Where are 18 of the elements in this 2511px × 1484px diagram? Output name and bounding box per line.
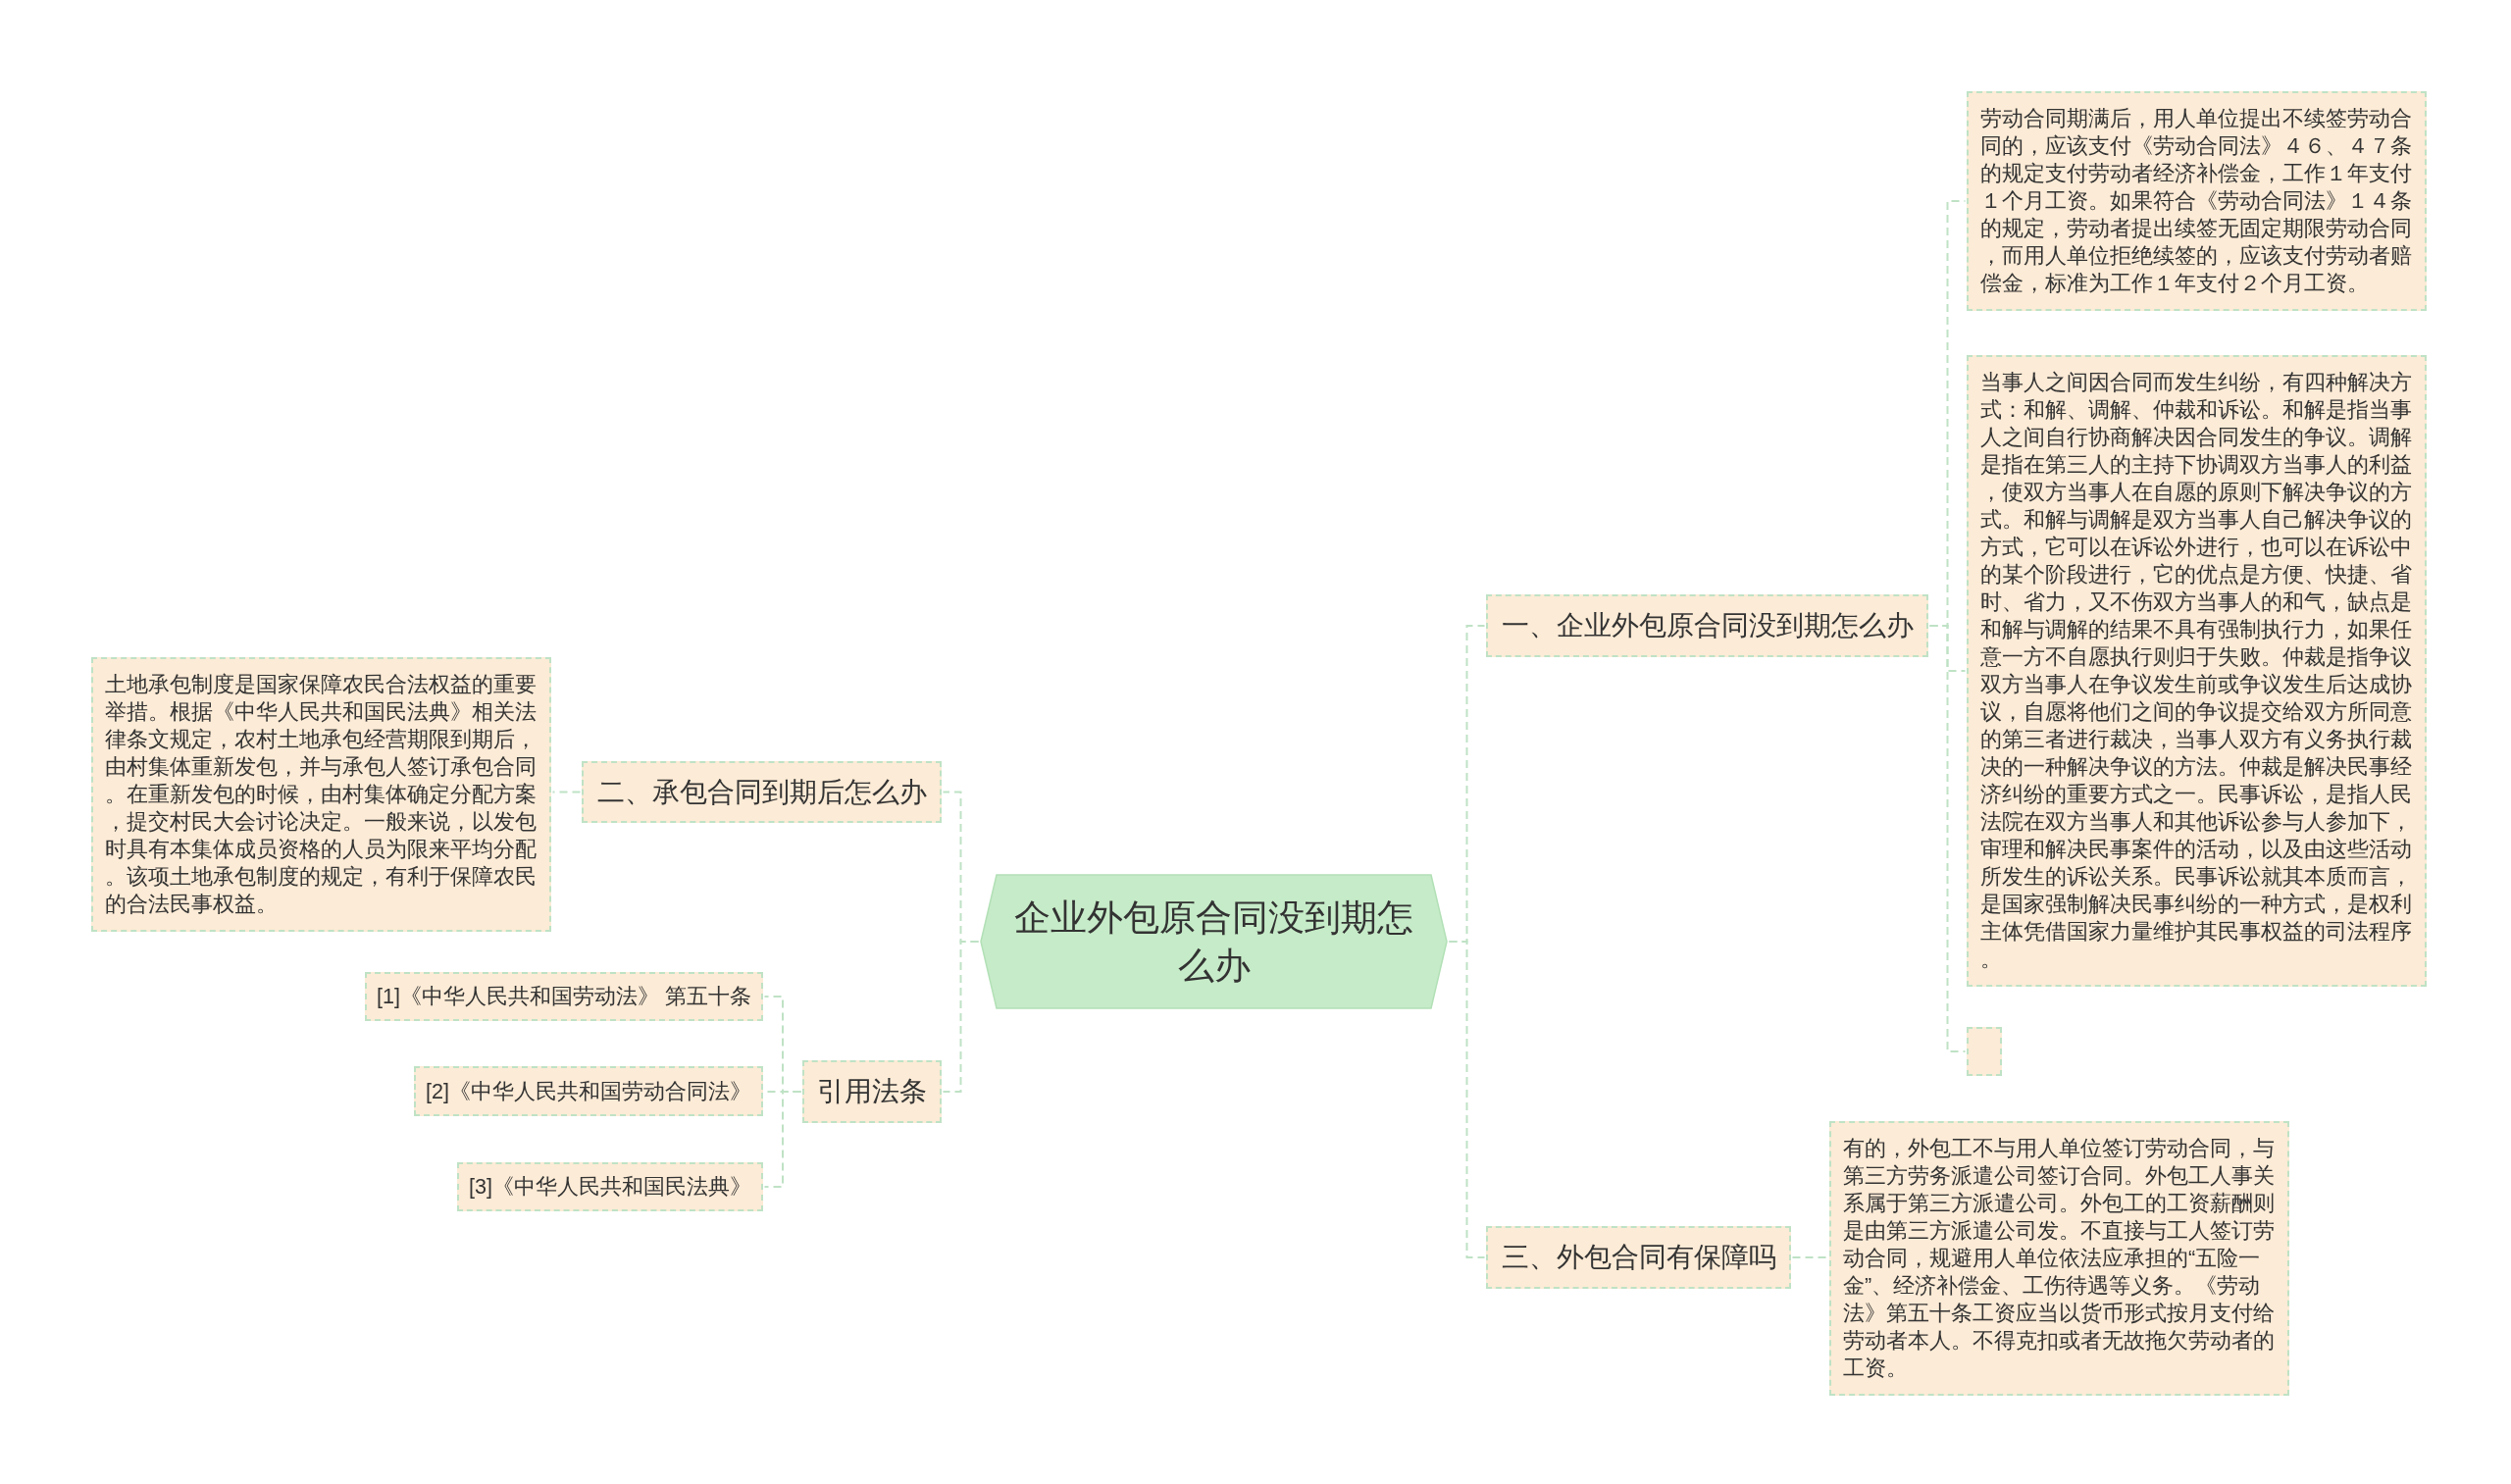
connector-line	[1448, 941, 1486, 1258]
reference-box: [3]《中华人民共和国民法典》	[457, 1162, 763, 1211]
connector-line	[763, 1091, 802, 1188]
reference-box: [1]《中华人民共和国劳动法》 第五十条	[365, 972, 763, 1021]
connector-line	[1791, 1256, 1829, 1258]
topic-box: 一、企业外包原合同没到期怎么办	[1486, 594, 1928, 657]
connector-line	[942, 941, 980, 1093]
note-box: 有的，外包工不与用人单位签订劳动合同，与第三方劳务派遣公司签订合同。外包工人事关系属于第三方派遣公司。外包工的工资薪酬则是由第三方派遣公司发。不直接与工人签订劳动合同，规避用人单位依法应承担的“五险一金”、经济补偿金、工伤待遇等义务。《劳动法》第五十条工资应当以货币形式按月支付给劳动者本人。不得克扣或者无故拖欠劳动者的工资。	[1829, 1121, 2289, 1396]
topic-box: 引用法条	[802, 1060, 942, 1123]
connector-line	[551, 791, 582, 793]
central-topic-hexagon: 企业外包原合同没到期怎么办	[980, 874, 1448, 1009]
note-box: 土地承包制度是国家保障农民合法权益的重要举措。根据《中华人民共和国民法典》相关法律条文规定，农村土地承包经营期限到期后，由村集体重新发包，并与承包人签订承包合同。在重新发包的时候，由村集体确定分配方案，提交村民大会讨论决定。一般来说，以发包时具有本集体成员资格的人员为限来平均分配。该项土地承包制度的规定，有利于保障农民的合法民事权益。	[91, 657, 551, 932]
note-box: 劳动合同期满后，用人单位提出不续签劳动合同的，应该支付《劳动合同法》４６、４７条的规定支付劳动者经济补偿金，工作１年支付１个月工资。如果符合《劳动合同法》１４条的规定，劳动者提出续签无固定期限劳动合同，而用人单位拒绝续签的，应该支付劳动者赔偿金，标准为工作１年支付２个月工资。	[1967, 91, 2427, 311]
note-box: 当事人之间因合同而发生纠纷，有四种解决方式：和解、调解、仲裁和诉讼。和解是指当事人之间自行协商解决因合同发生的争议。调解是指在第三人的主持下协调双方当事人的利益，使双方当事人在自愿的原则下解决争议的方式。和解与调解是双方当事人自己解决争议的方式，它可以在诉讼外进行，也可以在诉讼中的某个阶段进行，它的优点是方便、快捷、省时、省力，又不伤双方当事人的和气，缺点是和解与调解的结果不具有强制执行力，如果任意一方不自愿执行则归于失败。仲裁是指争议双方当事人在争议发生前或争议发生后达成协议，自愿将他们之间的争议提交给双方所同意的第三者进行裁决，当事人双方有义务执行裁决的一种解决争议的方法。仲裁是解决民事经济纠纷的重要方式之一。民事诉讼，是指人民法院在双方当事人和其他诉讼参与人参加下，审理和解决民事案件的活动，以及由这些活动所发生的诉讼关系。民事诉讼就其本质而言，是国家强制解决民事纠纷的一种方式，是权利主体凭借国家力量维护其民事权益的司法程序。	[1967, 355, 2427, 987]
empty-box	[1967, 1027, 2002, 1076]
topic-box: 二、承包合同到期后怎么办	[582, 761, 942, 823]
reference-box: [2]《中华人民共和国劳动合同法》	[414, 1066, 763, 1116]
topic-box: 三、外包合同有保障吗	[1486, 1226, 1791, 1289]
